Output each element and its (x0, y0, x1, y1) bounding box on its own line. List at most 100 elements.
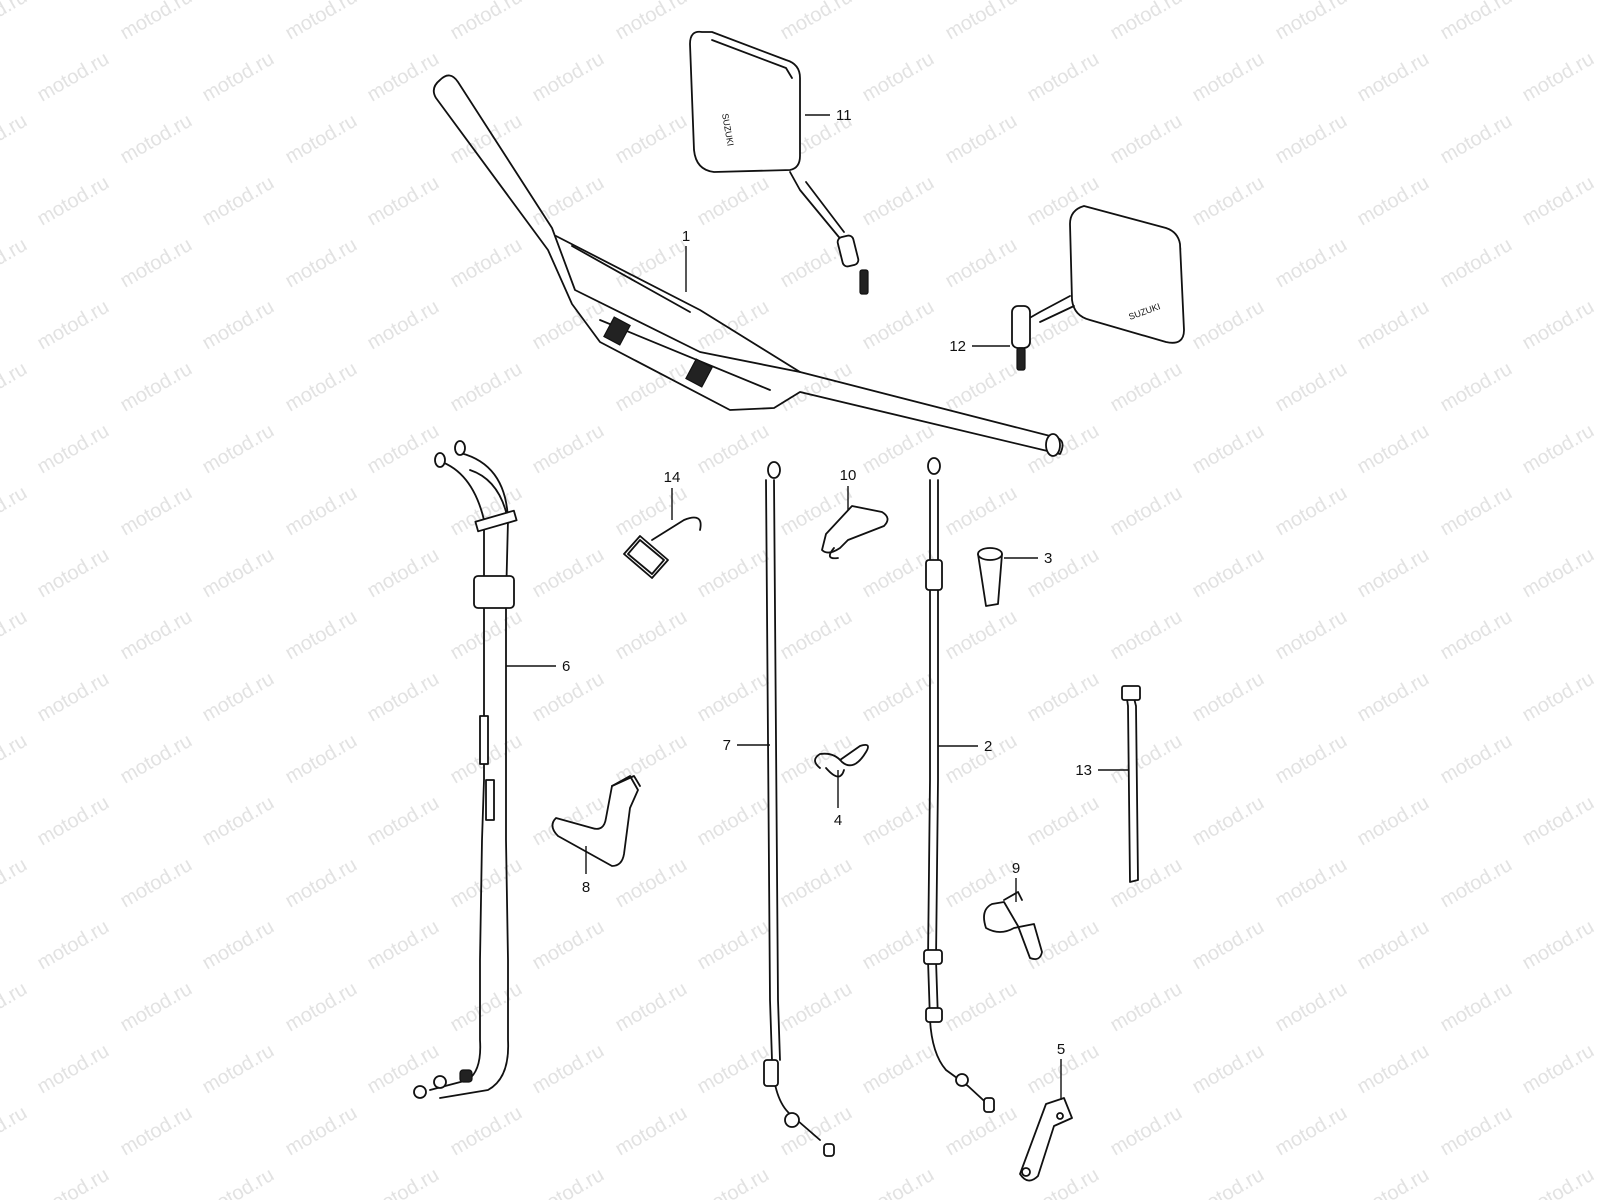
watermark-text: motod.ru (447, 358, 526, 417)
watermark-text: motod.ru (117, 0, 196, 44)
watermark-text: motod.ru (1519, 296, 1598, 355)
watermark-text: motod.ru (1437, 234, 1516, 293)
watermark-text: motod.ru (1272, 1102, 1351, 1161)
watermark-text: motod.ru (1437, 358, 1516, 417)
watermark-text: motod.ru (34, 916, 113, 975)
watermark-text: motod.ru (0, 110, 31, 169)
watermark-text: motod.ru (282, 358, 361, 417)
watermark-text: motod.ru (447, 0, 526, 44)
watermark-text: motod.ru (859, 296, 938, 355)
watermark-text: motod.ru (117, 234, 196, 293)
watermark-text: motod.ru (364, 1164, 443, 1200)
watermark-text: motod.ru (859, 172, 938, 231)
watermark-text: motod.ru (529, 544, 608, 603)
callout-11: 11 (836, 107, 852, 124)
watermark-text: motod.ru (199, 544, 278, 603)
watermark-text: motod.ru (1354, 544, 1433, 603)
watermark-text: motod.ru (282, 110, 361, 169)
watermark-text: motod.ru (612, 854, 691, 913)
watermark-text: motod.ru (34, 172, 113, 231)
watermark-text: motod.ru (1519, 1040, 1598, 1099)
watermark-text: motod.ru (0, 854, 31, 913)
watermark-text: motod.ru (282, 606, 361, 665)
callout-13: 13 (1075, 762, 1092, 779)
cable-clamp-part (821, 505, 889, 560)
watermark-text: motod.ru (859, 1164, 938, 1200)
watermark-text: motod.ru (694, 544, 773, 603)
watermark-text: motod.ru (1024, 668, 1103, 727)
watermark-text: motod.ru (777, 730, 856, 789)
watermark-text: motod.ru (777, 358, 856, 417)
watermark-text: motod.ru (0, 606, 31, 665)
watermark-text: motod.ru (117, 606, 196, 665)
watermark-text: motod.ru (199, 1164, 278, 1200)
callout-6: 6 (562, 658, 570, 675)
clutch-cable-part (923, 457, 995, 1113)
watermark-text: motod.ru (282, 730, 361, 789)
watermark-text: motod.ru (364, 916, 443, 975)
watermark-text: motod.ru (612, 110, 691, 169)
watermark-text: motod.ru (447, 1102, 526, 1161)
right-mirror-part: SUZUKI (1011, 205, 1185, 371)
watermark-text: motod.ru (529, 1164, 608, 1200)
watermark-text: motod.ru (1189, 544, 1268, 603)
watermark-text: motod.ru (1272, 854, 1351, 913)
watermark-text: motod.ru (942, 482, 1021, 541)
watermark-text: motod.ru (529, 916, 608, 975)
watermark-text: motod.ru (859, 668, 938, 727)
watermark-text: motod.ru (529, 48, 608, 107)
watermark-text: motod.ru (1354, 172, 1433, 231)
watermark-text: motod.ru (1189, 172, 1268, 231)
watermark-text: motod.ru (1107, 854, 1186, 913)
watermark-text: motod.ru (34, 792, 113, 851)
watermark-text: motod.ru (34, 668, 113, 727)
watermark-text: motod.ru (199, 172, 278, 231)
watermark-text: motod.ru (34, 1040, 113, 1099)
watermark-text: motod.ru (1519, 420, 1598, 479)
watermark-text: motod.ru (34, 48, 113, 107)
watermark-text: motod.ru (0, 978, 31, 1037)
watermark-text: motod.ru (34, 420, 113, 479)
watermark-text: motod.ru (1437, 978, 1516, 1037)
left-mirror-part: SUZUKI (689, 30, 869, 295)
watermark-text: motod.ru (1107, 482, 1186, 541)
watermark-text: motod.ru (612, 358, 691, 417)
watermark-text: motod.ru (1189, 420, 1268, 479)
watermark-text: motod.ru (0, 730, 31, 789)
watermark-text: motod.ru (364, 172, 443, 231)
watermark-text: motod.ru (1189, 916, 1268, 975)
watermark-text: motod.ru (859, 48, 938, 107)
watermark-text: motod.ru (777, 1102, 856, 1161)
watermark-text: motod.ru (364, 296, 443, 355)
watermark-text: motod.ru (942, 978, 1021, 1037)
watermark-text: motod.ru (364, 420, 443, 479)
watermark-text: motod.ru (447, 606, 526, 665)
watermark-text: motod.ru (859, 1040, 938, 1099)
watermark-text: motod.ru (199, 296, 278, 355)
watermark-text: motod.ru (1189, 668, 1268, 727)
watermark-text: motod.ru (364, 544, 443, 603)
callout-leaders (506, 114, 1128, 1100)
watermark-text: motod.ru (942, 730, 1021, 789)
watermark-text: motod.ru (1272, 730, 1351, 789)
watermark-text: motod.ru (694, 792, 773, 851)
watermark-text: motod.ru (1519, 48, 1598, 107)
watermark-text: motod.ru (1354, 916, 1433, 975)
watermark-text: motod.ru (529, 172, 608, 231)
callout-labels: 1 2 3 4 5 6 7 8 9 10 11 12 13 14 (562, 107, 1092, 1058)
watermark-text: motod.ru (1024, 48, 1103, 107)
watermark-text: motod.ru (942, 854, 1021, 913)
watermark-text: motod.ru (1437, 606, 1516, 665)
watermark-text: motod.ru (1437, 482, 1516, 541)
watermark-text: motod.ru (34, 1164, 113, 1200)
watermark-text: motod.ru (364, 48, 443, 107)
watermark-text: motod.ru (1272, 0, 1351, 44)
watermark-text: motod.ru (199, 792, 278, 851)
watermark-text: motod.ru (777, 854, 856, 913)
watermark-text: motod.ru (694, 296, 773, 355)
watermark-text: motod.ru (777, 0, 856, 44)
watermark-text: motod.ru (199, 420, 278, 479)
watermark-text: motod.ru (777, 978, 856, 1037)
watermark-text: motod.ru (859, 792, 938, 851)
